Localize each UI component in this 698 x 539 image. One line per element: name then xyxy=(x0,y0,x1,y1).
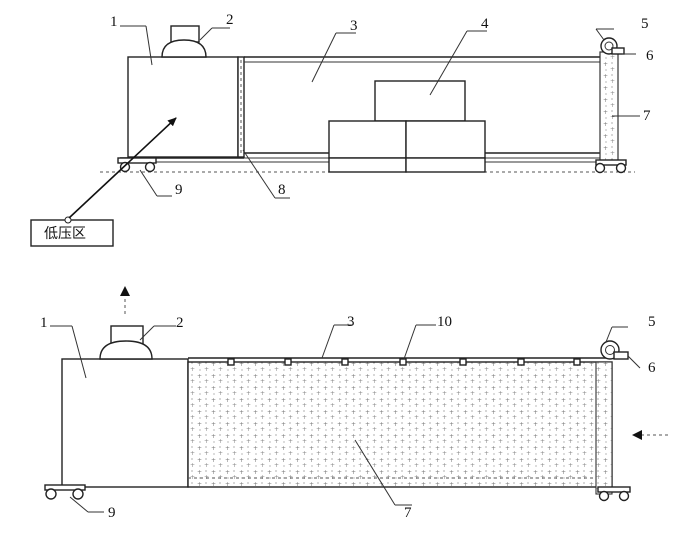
wheels xyxy=(117,157,627,174)
reel-bracket xyxy=(611,47,625,55)
cargo-pallet-left xyxy=(328,157,407,173)
low-pressure-label: 低压区 xyxy=(44,226,86,242)
reel-bracket-b xyxy=(613,351,629,360)
cover-end-roll xyxy=(595,361,613,495)
connector-plate xyxy=(237,56,245,158)
airflow-arrow xyxy=(68,117,177,219)
label-a-9: 9 xyxy=(175,182,183,198)
intake-arrow xyxy=(632,430,642,440)
label-a-8: 8 xyxy=(278,182,286,198)
label-b-3: 3 xyxy=(347,314,355,330)
label-b-5: 5 xyxy=(648,314,656,330)
low-pressure-box xyxy=(30,219,114,247)
cover-clips xyxy=(227,358,581,366)
cargo-pallet-right xyxy=(405,157,486,173)
label-b-7: 7 xyxy=(404,505,412,521)
label-a-6: 6 xyxy=(646,48,654,64)
cargo-box-left xyxy=(328,120,407,159)
fan-housing-b xyxy=(61,358,189,488)
label-a-3: 3 xyxy=(350,18,358,34)
label-a-4: 4 xyxy=(481,16,489,32)
rolled-cover xyxy=(599,51,619,165)
label-a-2: 2 xyxy=(226,12,234,28)
label-b-1: 1 xyxy=(40,315,48,331)
cargo-box-right xyxy=(405,120,486,159)
wheels-b xyxy=(44,484,631,502)
fan-motor xyxy=(161,39,207,58)
label-b-6: 6 xyxy=(648,360,656,376)
figure-a: 低压区 1 2 3 4 5 6 7 8 9 xyxy=(30,12,654,247)
label-a-1: 1 xyxy=(110,14,118,30)
exhaust-arrow xyxy=(120,286,130,296)
figure-b: 1 2 3 10 5 6 7 9 xyxy=(40,286,668,521)
label-a-7: 7 xyxy=(643,108,651,124)
leader-lines-b xyxy=(50,324,641,513)
label-a-5: 5 xyxy=(641,16,649,32)
label-b-9: 9 xyxy=(108,505,116,521)
label-b-10: 10 xyxy=(437,314,452,330)
cargo-box-top xyxy=(374,80,466,122)
cover-enclosure xyxy=(187,361,613,488)
fan-motor-b xyxy=(99,340,153,360)
fan-housing xyxy=(127,56,239,158)
label-b-2: 2 xyxy=(176,315,184,331)
leader-lines-a xyxy=(120,25,640,199)
